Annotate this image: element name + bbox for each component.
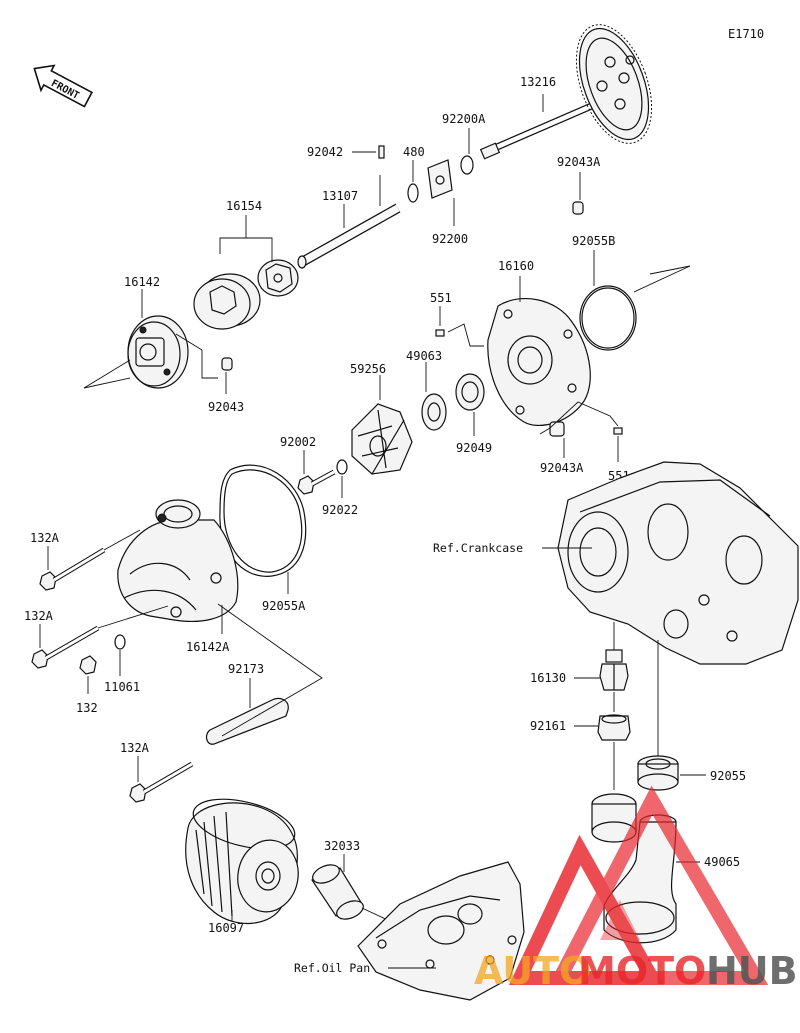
label-132: 132 [76,701,98,715]
oil-fitting [599,649,629,691]
label-32033: 32033 [324,839,360,853]
impeller [351,403,413,475]
diagram-code: E1710 [728,27,764,41]
watermark-moto: MOTO [578,949,706,993]
label-92043: 92043 [208,400,244,414]
label-16154: 16154 [226,199,262,213]
label-92161: 92161 [530,719,566,733]
label-92055B: 92055B [572,234,615,248]
label-132A-3: 132A [120,741,150,755]
watermark-auto: AUTO [474,949,591,993]
oil-pan [357,861,525,1001]
label-13107: 13107 [322,189,358,203]
watermark-logo [508,785,769,985]
label-16142: 16142 [124,275,160,289]
oil-seal-92055 [637,755,679,791]
label-92173: 92173 [228,662,264,676]
label-16160: 16160 [498,259,534,273]
oil-pump-body [127,315,189,389]
water-pump-housing [117,499,239,623]
label-92042: 92042 [307,145,343,159]
water-pump-cover [487,298,591,426]
bolt-132A-2 [31,605,169,669]
watermark-text: AUTO MOTO HUB [474,949,798,993]
bolt-132A-1 [39,529,141,591]
label-92043A-bottom: 92043A [540,461,584,475]
label-49063: 49063 [406,349,442,363]
label-92002: 92002 [280,435,316,449]
pump-shaft [297,203,401,269]
label-551-top: 551 [430,291,452,305]
watermark-hub: HUB [706,949,798,993]
label-92200: 92200 [432,232,468,246]
label-16130: 16130 [530,671,566,685]
label-11061: 11061 [104,680,140,694]
label-ref-oil-pan: Ref.Oil Pan [294,961,370,975]
label-92055: 92055 [710,769,746,783]
front-arrow-icon: FRONT [33,64,94,108]
label-480: 480 [403,145,425,159]
label-92055A: 92055A [262,599,306,613]
label-13216: 13216 [520,75,556,89]
label-92200A: 92200A [442,112,486,126]
oil-pipe [311,864,364,920]
label-92043A-top: 92043A [557,155,601,169]
label-16142A: 16142A [186,640,230,654]
label-ref-crankcase: Ref.Crankcase [433,541,523,555]
label-16097: 16097 [208,921,244,935]
oil-pump-rotor-set [193,259,299,330]
oil-filter [185,798,299,925]
label-92022: 92022 [322,503,358,517]
sprocket-shaft [479,24,653,160]
label-49065: 49065 [704,855,740,869]
label-92049: 92049 [456,441,492,455]
label-132A-2: 132A [24,609,54,623]
crankcase [557,461,799,665]
label-59256: 59256 [350,362,386,376]
bolt-132A-3 [129,761,194,803]
label-132A-1: 132A [30,531,60,545]
